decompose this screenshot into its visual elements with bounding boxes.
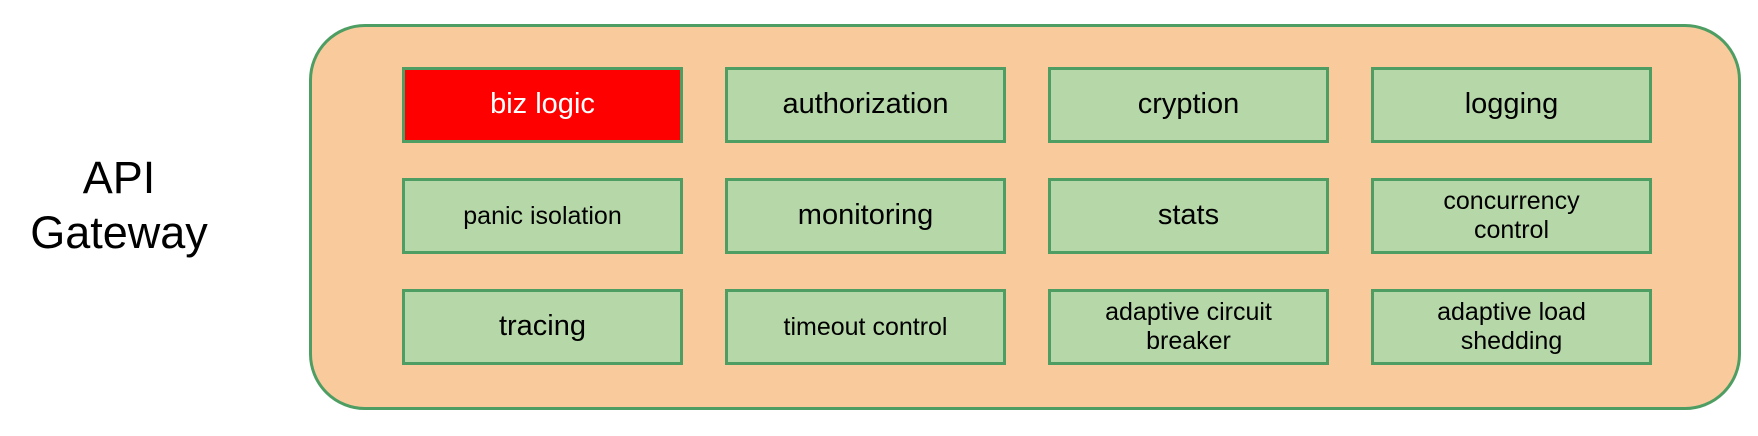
cell-monitoring-label: monitoring bbox=[797, 199, 934, 232]
cell-adaptive-load-shedding-label: adaptive load shedding bbox=[1437, 298, 1586, 355]
cell-stats: stats bbox=[1048, 178, 1329, 254]
cell-logging: logging bbox=[1371, 67, 1652, 143]
cell-panic-isolation-label: panic isolation bbox=[463, 201, 622, 230]
cell-timeout-control: timeout control bbox=[725, 289, 1006, 365]
cell-cryption-label: cryption bbox=[1137, 88, 1240, 121]
cell-biz-logic: biz logic bbox=[402, 67, 683, 143]
cell-logging-label: logging bbox=[1464, 88, 1559, 121]
cell-authorization: authorization bbox=[725, 67, 1006, 143]
cell-tracing: tracing bbox=[402, 289, 683, 365]
cell-tracing-label: tracing bbox=[498, 310, 587, 343]
cell-concurrency-control-label: concurrency control bbox=[1443, 187, 1580, 244]
cell-panic-isolation: panic isolation bbox=[402, 178, 683, 254]
cell-timeout-control-label: timeout control bbox=[783, 312, 948, 341]
cell-concurrency-control: concurrency control bbox=[1371, 178, 1652, 254]
cell-biz-logic-label: biz logic bbox=[490, 88, 595, 121]
cell-adaptive-load-shedding: adaptive load shedding bbox=[1371, 289, 1652, 365]
cell-authorization-label: authorization bbox=[782, 88, 949, 121]
cell-adaptive-circuit-breaker-label: adaptive circuit breaker bbox=[1105, 298, 1272, 355]
cell-stats-label: stats bbox=[1157, 199, 1220, 232]
cell-cryption: cryption bbox=[1048, 67, 1329, 143]
api-gateway-container: biz logic authorization cryption logging… bbox=[309, 24, 1741, 410]
cell-monitoring: monitoring bbox=[725, 178, 1006, 254]
api-gateway-title: API Gateway bbox=[30, 152, 208, 258]
cell-adaptive-circuit-breaker: adaptive circuit breaker bbox=[1048, 289, 1329, 365]
